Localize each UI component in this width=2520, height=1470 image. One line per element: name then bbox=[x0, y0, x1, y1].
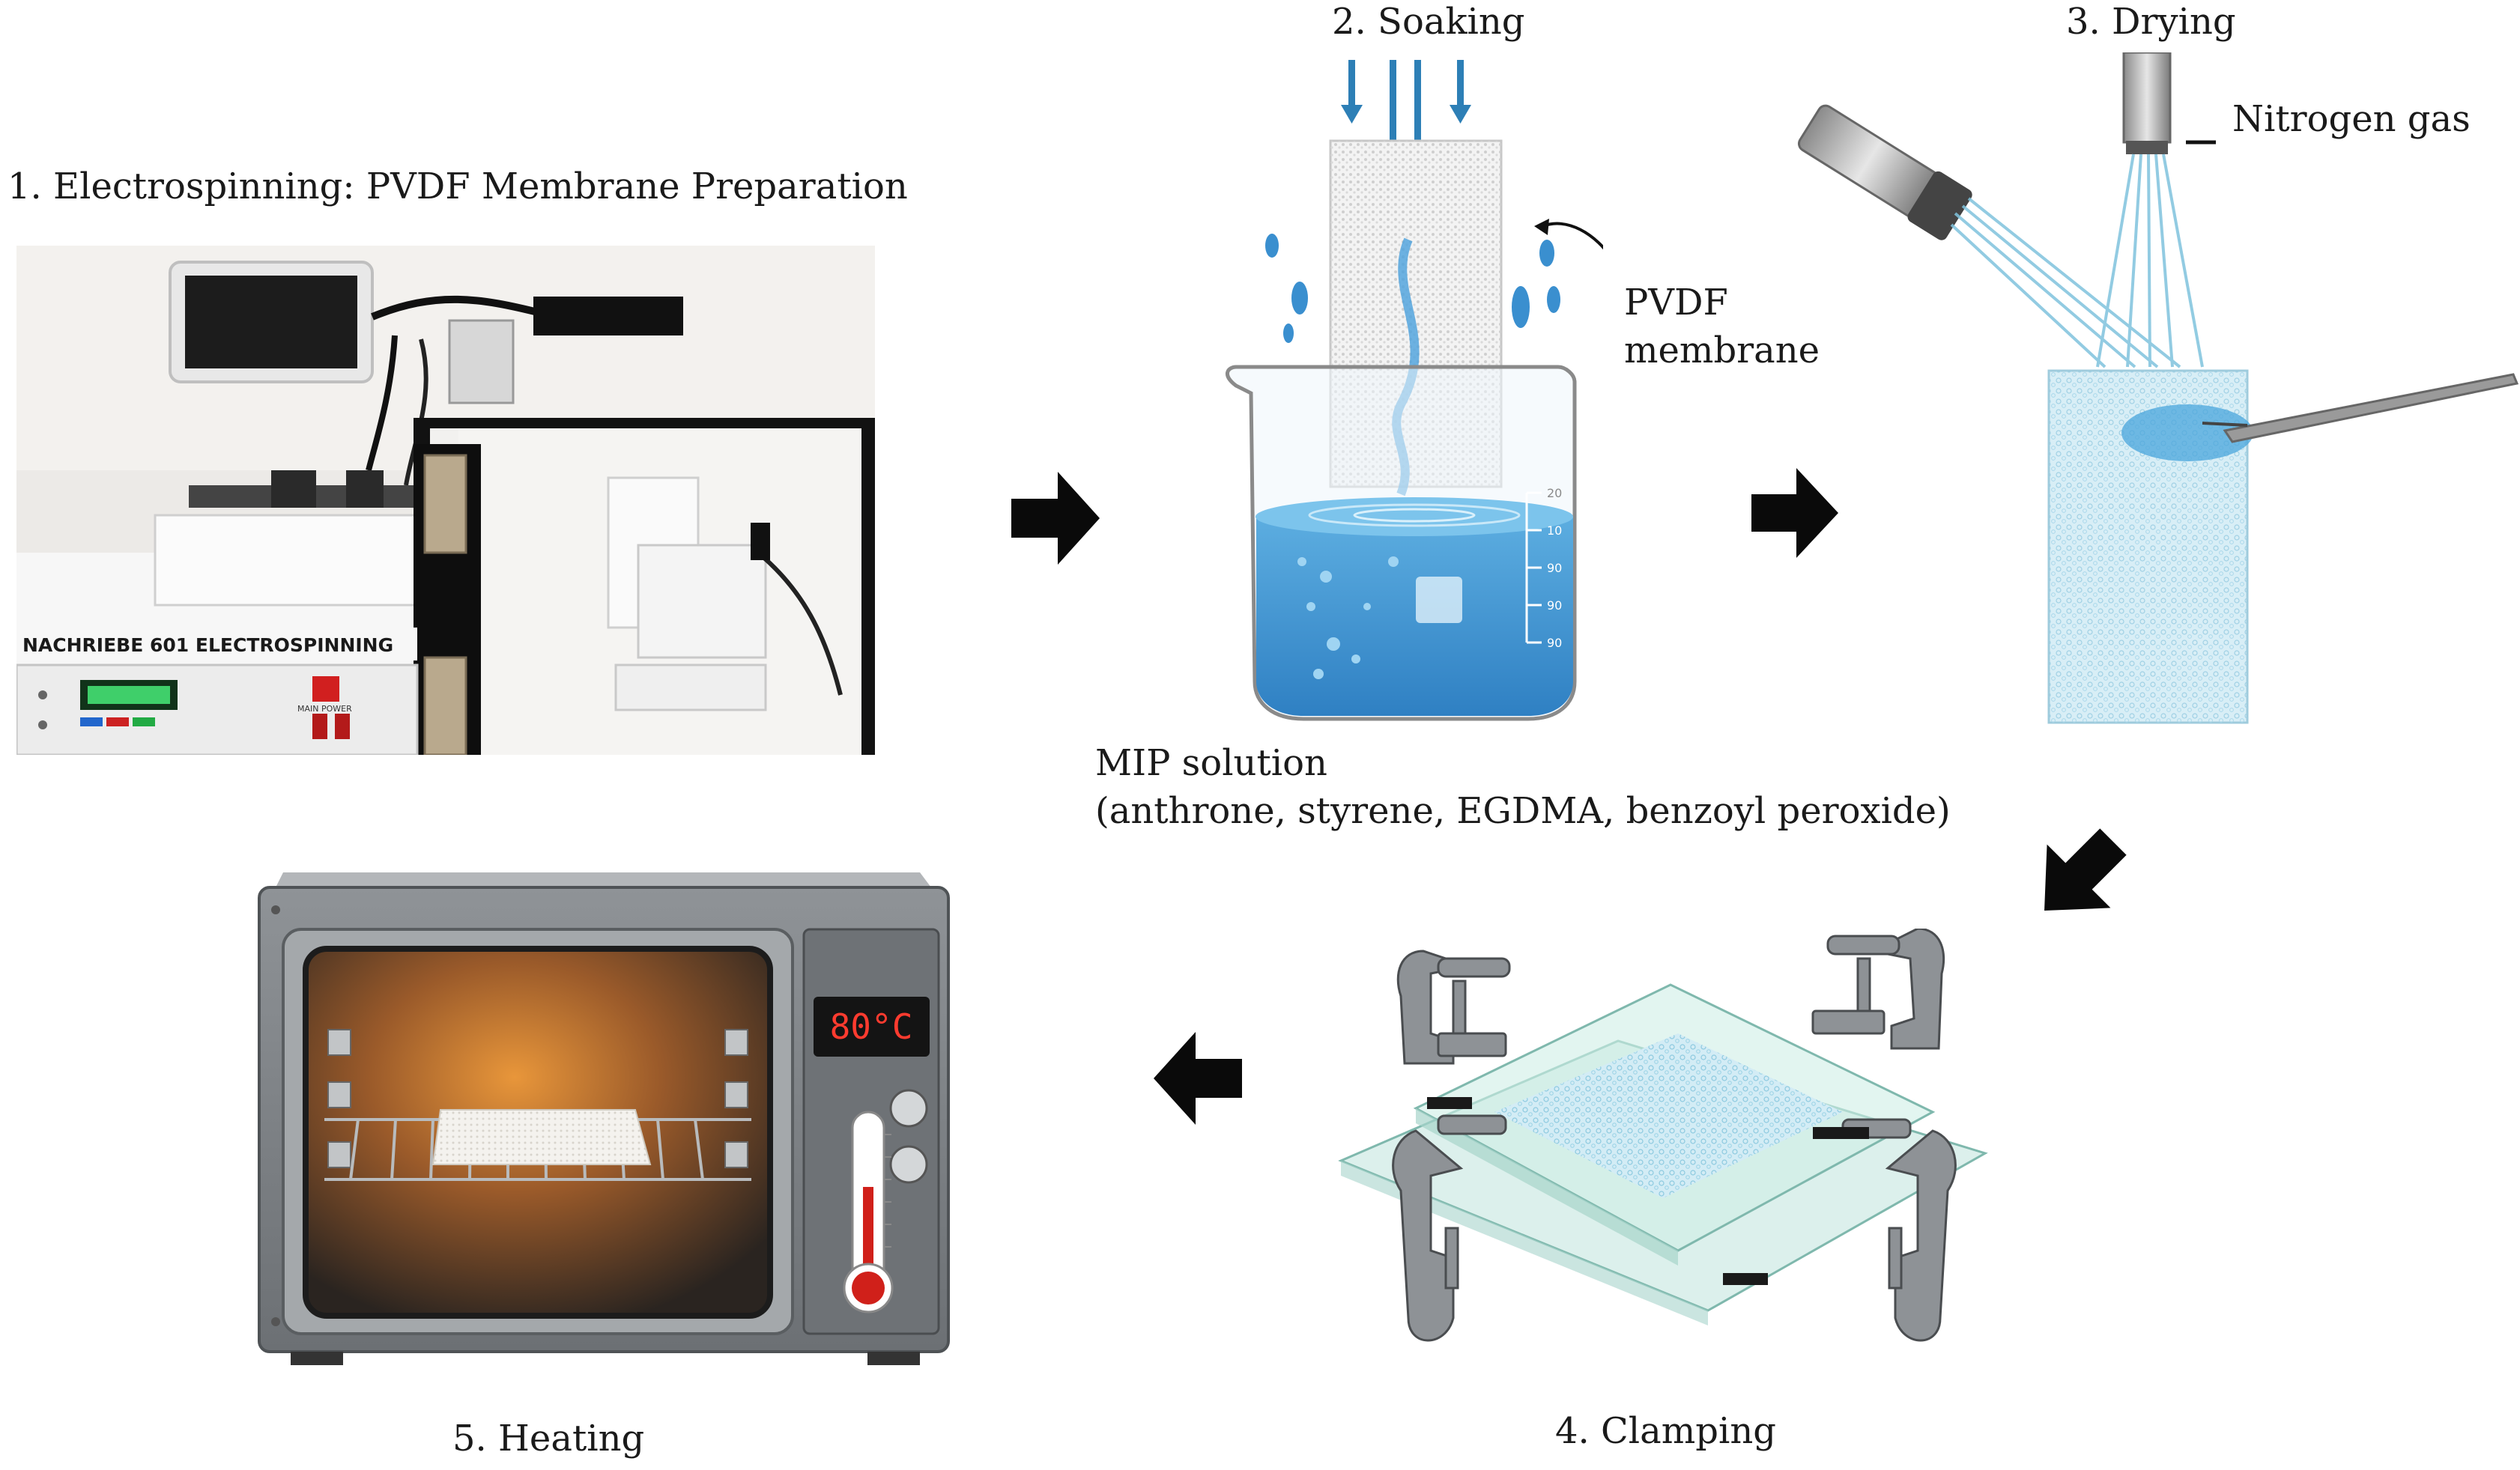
electrospinning-photo: NACHRIEBE 601 ELECTROSPINNING MAIN POWER bbox=[16, 246, 875, 755]
heated-membrane bbox=[431, 1109, 652, 1165]
arrow-right-1 bbox=[1011, 472, 1100, 565]
soaking-illustration: 20 10 90 90 90 bbox=[1226, 60, 1603, 721]
step-3-label: 3. Drying bbox=[2066, 1, 2236, 43]
pvdf-label-line1: PVDF bbox=[1624, 282, 1728, 324]
device-name-plate: NACHRIEBE 601 ELECTROSPINNING bbox=[22, 634, 393, 656]
clamping-illustration bbox=[1338, 929, 1988, 1342]
pvdf-label-line2: membrane bbox=[1624, 329, 1820, 371]
step-1-label: 1. Electrospinning: PVDF Membrane Prepar… bbox=[7, 165, 908, 207]
mip-label-line1: MIP solution bbox=[1095, 742, 1327, 784]
oven-temperature-display: 80°C bbox=[830, 1006, 913, 1047]
nitrogen-gas-label: Nitrogen gas bbox=[2232, 98, 2471, 140]
thermometer-icon bbox=[843, 1111, 894, 1313]
step-4-label: 4. Clamping bbox=[1555, 1410, 1776, 1452]
beaker-grad-2: 10 bbox=[1547, 523, 1562, 538]
device-panel-text: MAIN POWER bbox=[297, 704, 352, 714]
beaker-grad-4: 90 bbox=[1547, 598, 1562, 613]
drying-illustration bbox=[1797, 52, 2519, 724]
arrow-diagonal bbox=[2044, 828, 2127, 911]
step-2-label: 2. Soaking bbox=[1332, 1, 1525, 43]
step-5-label: 5. Heating bbox=[452, 1418, 645, 1460]
arrow-left bbox=[1154, 1032, 1242, 1125]
beaker-grad-1: 20 bbox=[1547, 486, 1562, 500]
arrow-right-2 bbox=[1751, 468, 1838, 558]
beaker-grad-3: 90 bbox=[1547, 561, 1562, 575]
mip-label-line2: (anthrone, styrene, EGDMA, benzoyl perox… bbox=[1095, 790, 1951, 832]
beaker-grad-5: 90 bbox=[1547, 636, 1562, 650]
oven-illustration: 80°C bbox=[258, 872, 950, 1365]
